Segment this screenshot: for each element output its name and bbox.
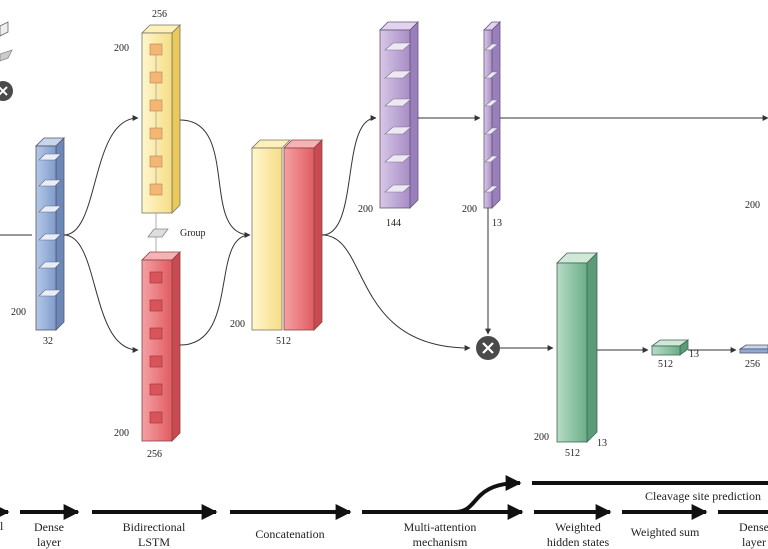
lstm-backward-side-dim: 200 (114, 428, 129, 439)
attention-2-side-dim: 200 (462, 204, 477, 215)
dense-side-dim: 200 (11, 307, 26, 318)
weighted-sum-block: 512 13 (650, 339, 699, 370)
concat-side-dim: 200 (230, 319, 245, 330)
concatenation-block: 200 512 (230, 139, 323, 347)
attention-1-planes (384, 42, 412, 193)
stage-multiatt-label-1: Multi-attention (404, 520, 477, 534)
stage-weighted-hidden-label-1: Weighted (555, 520, 601, 534)
dense-bottom-dim: 32 (43, 336, 53, 347)
right-side-dim: 200 (745, 200, 760, 211)
stage-dense-label-1: Dense (34, 520, 64, 534)
weighted-sum-bottom-dim: 512 (658, 359, 673, 370)
stage-dense2-label-1: Dense (739, 520, 768, 534)
stage-dense-label-2: layer (37, 535, 61, 549)
legend-plane-icon (0, 49, 13, 62)
stage-dense2-label-2: layer (742, 535, 766, 549)
stage-multiatt-label-2: mechanism (413, 535, 468, 549)
attention-layer-1: 200 144 (358, 21, 419, 229)
weighted-hidden-side-dim: 200 (534, 432, 549, 443)
lstm-backward-cells (149, 271, 163, 424)
dense-planes (38, 153, 62, 297)
pipeline-labels: l Dense layer Bidirectional LSTM Concate… (0, 489, 768, 549)
stage-input-label: l (0, 519, 4, 533)
lstm-backward-block: 200 256 (114, 251, 181, 460)
multiply-icon (476, 336, 500, 360)
attention-layer-2: 200 13 (462, 21, 502, 229)
weighted-sum-right-dim: 13 (689, 349, 699, 360)
weighted-hidden-bottom-dim: 512 (565, 448, 580, 459)
stage-bilstm-label-2: LSTM (138, 535, 170, 549)
legend-multiply-icon (0, 81, 13, 101)
stage-cleavage-label: Cleavage site prediction (645, 489, 761, 503)
concat-bottom-dim: 512 (276, 336, 291, 347)
stage-weighted-hidden-label-2: hidden states (547, 535, 610, 549)
dense-output-block: 256 (738, 344, 768, 370)
pipeline (0, 475, 768, 520)
lstm-forward-side-dim: 200 (114, 43, 129, 54)
attention-1-bottom-dim: 144 (386, 218, 401, 229)
legend-cube-icon (0, 21, 9, 37)
lstm-backward-bottom-dim: 256 (147, 449, 162, 460)
legend (0, 21, 13, 101)
stage-weighted-sum-label: Weighted sum (631, 525, 700, 539)
lstm-forward-top-dim: 256 (152, 9, 167, 20)
attention-2-bottom-dim: 13 (492, 218, 502, 229)
weighted-hidden-block: 200 512 13 (534, 252, 607, 459)
weighted-hidden-right-dim: 13 (597, 438, 607, 449)
attention-2-planes (484, 43, 499, 193)
group-node: Group (147, 213, 206, 260)
attention-1-side-dim: 200 (358, 204, 373, 215)
dense-output-bottom-dim: 256 (745, 359, 760, 370)
group-label: Group (180, 228, 206, 239)
stage-concat-label: Concatenation (255, 527, 324, 541)
stage-bilstm-label-1: Bidirectional (123, 520, 186, 534)
dense-layer-block: 200 32 (0, 137, 65, 347)
lstm-forward-block: 256 200 (114, 9, 181, 214)
